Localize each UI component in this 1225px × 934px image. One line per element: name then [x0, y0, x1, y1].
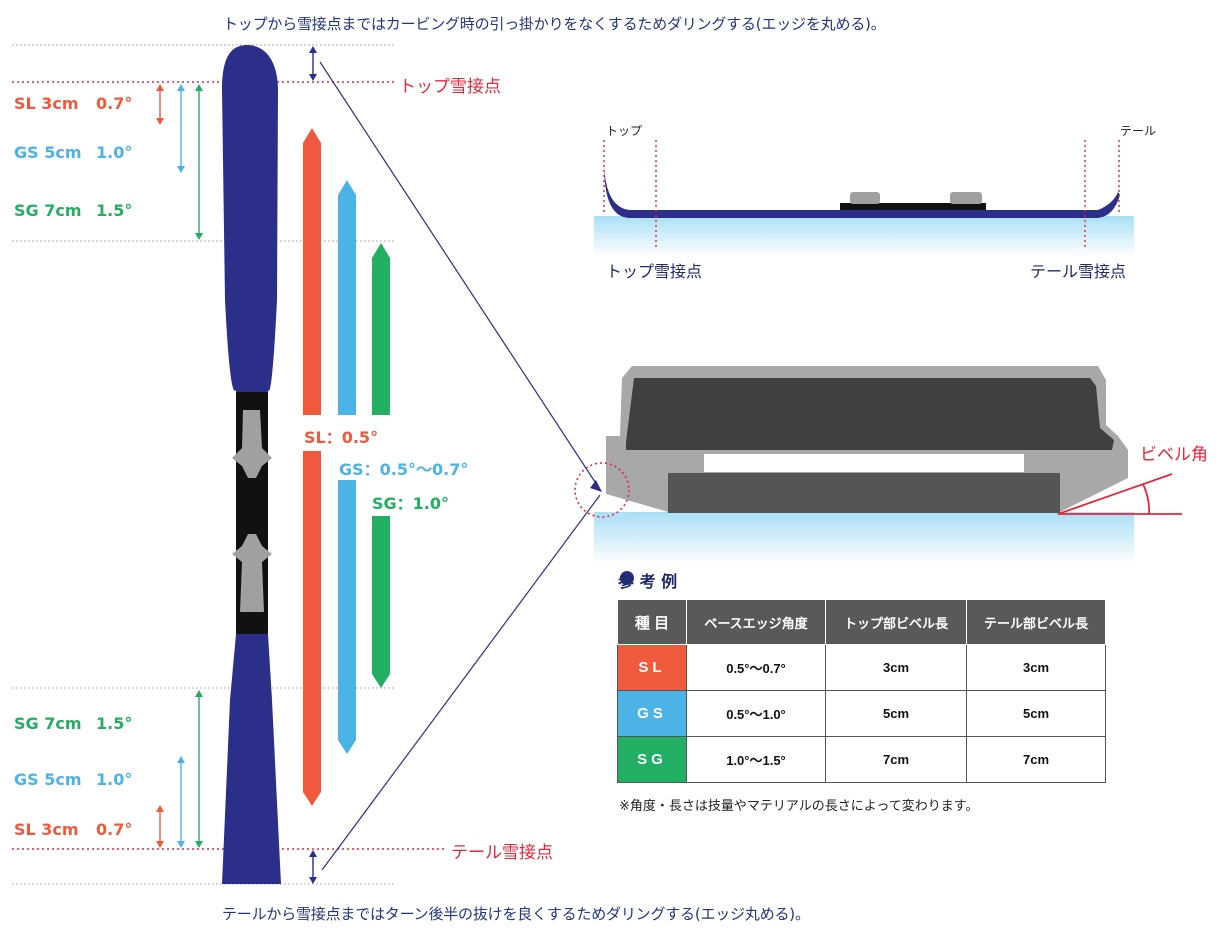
table-row: SG 1.0°～1.5° 7cm 7cm	[617, 736, 1106, 783]
side-view-plate	[840, 203, 986, 210]
cross-section-slot	[704, 454, 1024, 472]
top-contact-label: トップ雪接点	[399, 77, 501, 97]
gs-bevel-bar	[338, 180, 356, 754]
angle-cell: 0.5°～1.0°	[686, 690, 826, 737]
sl-base-angle: SL：0.5°	[304, 428, 379, 447]
bevel-angle-label: ビベル角	[1140, 445, 1208, 465]
bevel-circle	[574, 462, 630, 518]
tail-length-cell: 5cm	[966, 690, 1106, 737]
angle-cell: 1.0°～1.5°	[686, 736, 826, 783]
top-sl-length: SL 3cm	[14, 94, 79, 113]
guide-lines	[12, 44, 395, 885]
bottom-gs-length: GS 5cm	[14, 770, 82, 789]
top-sl-angle: 0.7°	[96, 94, 133, 113]
sg-bevel-bar	[372, 243, 390, 688]
top-sg-angle: 1.5°	[96, 201, 133, 220]
category-gs: GS	[617, 690, 687, 737]
bottom-sg-length: SG 7cm	[14, 714, 82, 733]
category-sg: SG	[617, 736, 687, 783]
bottom-caption: テールから雪接点まではターン後半の抜けを良くするためダリングする(エッジ丸める)…	[222, 905, 810, 923]
reference-table: 種 目 ベースエッジ角度 トップ部ビベル長 テール部ビベル長 SL 0.5°～0…	[617, 599, 1106, 783]
binding-heel	[232, 534, 272, 612]
tail-length-cell: 3cm	[966, 644, 1106, 691]
top-gs-length: GS 5cm	[14, 143, 82, 162]
bevel-angle-lines	[1057, 473, 1182, 515]
cross-section-top	[626, 378, 1114, 450]
connector-arrowhead	[590, 480, 602, 492]
side-view-top-contact: トップ雪接点	[606, 262, 703, 281]
bottom-arrows	[156, 690, 317, 884]
bottom-sg-angle: 1.5°	[96, 714, 133, 733]
cross-section-snow	[594, 512, 1134, 564]
table-header-row: 種 目 ベースエッジ角度 トップ部ビベル長 テール部ビベル長	[617, 599, 1106, 645]
binding-toe	[232, 410, 272, 478]
reference-bullet-icon	[620, 571, 634, 585]
angle-cell: 0.5°～0.7°	[686, 644, 826, 691]
bevel-wedge	[606, 494, 668, 512]
tail-contact-label: テール雪接点	[451, 843, 553, 863]
top-sg-length: SG 7cm	[14, 201, 82, 220]
sg-base-angle: SG：1.0°	[372, 494, 450, 513]
header-top-bevel: トップ部ビベル長	[825, 599, 967, 645]
reference-note: ※角度・長さは技量やマテリアルの長さによって変わります。	[619, 799, 979, 814]
side-view-snow	[594, 216, 1134, 256]
side-view-binding-heel	[950, 192, 982, 204]
top-arrows	[156, 46, 317, 240]
category-sl: SL	[617, 644, 687, 691]
side-view-ski	[604, 165, 1120, 218]
table-row: GS 0.5°～1.0° 5cm 5cm	[617, 690, 1106, 737]
top-caption: トップから雪接点まではカービング時の引っ掛かりをなくするためダリングする(エッジ…	[223, 15, 886, 33]
connector-lines	[319, 61, 601, 871]
header-category: 種 目	[617, 599, 687, 645]
table-row: SL 0.5°～0.7° 3cm 3cm	[617, 644, 1106, 691]
top-gs-angle: 1.0°	[96, 143, 133, 162]
header-base-angle: ベースエッジ角度	[686, 599, 826, 645]
tail-length-cell: 7cm	[966, 736, 1106, 783]
bottom-gs-angle: 1.0°	[96, 770, 133, 789]
bottom-sl-length: SL 3cm	[14, 820, 79, 839]
side-view-markers	[603, 140, 1120, 250]
top-length-cell: 7cm	[825, 736, 967, 783]
gs-base-angle: GS：0.5°～0.7°	[339, 460, 469, 479]
bottom-sl-angle: 0.7°	[96, 820, 133, 839]
side-view-tail-label: テール	[1120, 124, 1157, 138]
header-tail-bevel: テール部ビベル長	[966, 599, 1106, 645]
side-view-tail-contact: テール雪接点	[1030, 262, 1127, 281]
reference-title: 参 考 例	[618, 572, 678, 591]
side-view-binding-toe	[850, 192, 880, 204]
top-length-cell: 5cm	[825, 690, 967, 737]
sl-bevel-bar	[303, 128, 321, 806]
top-length-cell: 3cm	[825, 644, 967, 691]
side-view-top-label: トップ	[606, 124, 643, 138]
cross-section-base	[668, 473, 1060, 513]
